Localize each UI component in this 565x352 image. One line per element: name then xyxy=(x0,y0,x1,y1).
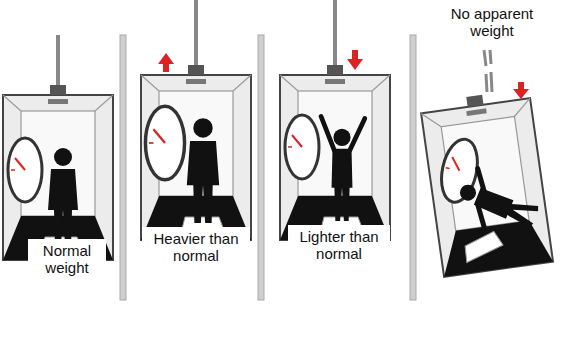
elevator-normal xyxy=(3,35,113,260)
elevator-panel: No apparent weight xyxy=(420,2,560,292)
elevator-up xyxy=(141,0,251,240)
panel-caption: Lighter than normal xyxy=(288,225,390,265)
elevator-freefall xyxy=(420,50,554,277)
divider-pole xyxy=(258,35,264,300)
panel-caption: No apparent weight xyxy=(440,2,544,42)
divider-pole xyxy=(410,35,416,300)
elevator-panel: Heavier than normal xyxy=(137,40,255,285)
panel-caption: Normal weight xyxy=(28,239,106,279)
panel-caption: Heavier than normal xyxy=(142,227,250,267)
elevator-panel: Lighter than normal xyxy=(272,40,404,285)
elevator-panel: Normal weight xyxy=(5,85,113,300)
divider-pole xyxy=(120,35,126,300)
elevator-down xyxy=(280,0,390,240)
